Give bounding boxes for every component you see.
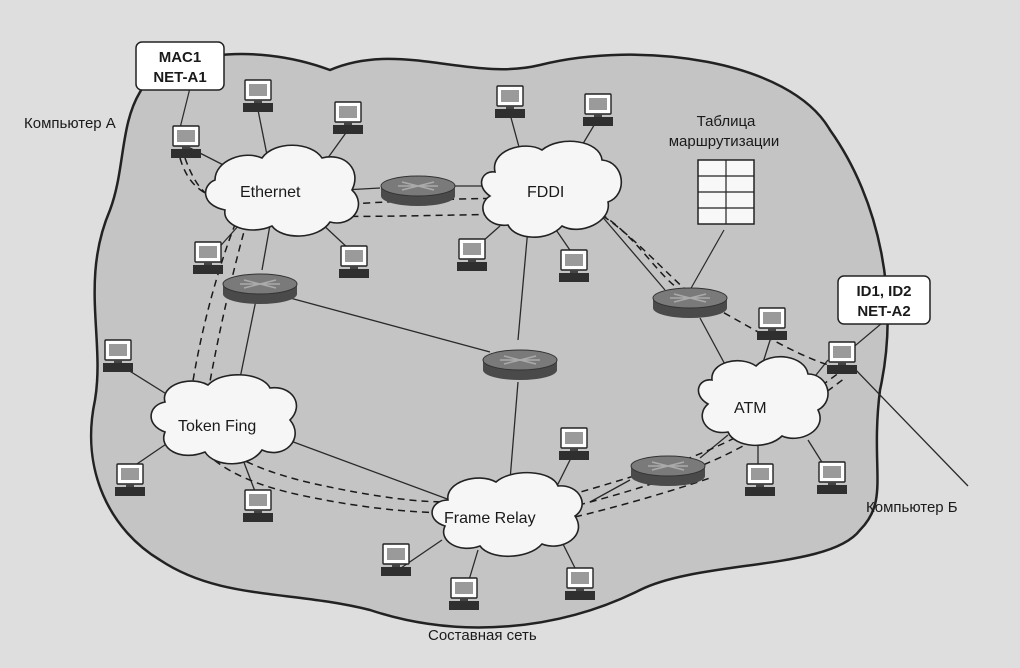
computer-icon — [456, 238, 488, 272]
computer-icon — [192, 241, 224, 275]
computer-b-label: Компьютер Б — [866, 499, 958, 516]
computer-icon — [558, 249, 590, 283]
fddi-label: FDDI — [527, 184, 564, 201]
computer-b-icon — [826, 341, 858, 375]
callout-b-line1: ID1, ID2 — [856, 283, 911, 300]
ethernet-label: Ethernet — [240, 184, 301, 201]
router-fddi-atm — [652, 287, 728, 319]
routing-table-label-line1: Таблица — [697, 113, 756, 130]
callout-a-line2: NET-A1 — [153, 69, 206, 86]
computer-icon — [558, 427, 590, 461]
computer-icon — [494, 85, 526, 119]
computer-icon — [242, 489, 274, 523]
computer-icon — [756, 307, 788, 341]
internetwork-label: Составная сеть — [428, 627, 537, 644]
router-ethernet-token-ring — [222, 273, 298, 305]
callout-a-line1: MAC1 — [159, 49, 202, 66]
router-frame-relay-atm — [630, 455, 706, 487]
callout-b-line2: NET-A2 — [857, 303, 910, 320]
router-center — [482, 349, 558, 381]
computer-icon — [582, 93, 614, 127]
computer-icon — [380, 543, 412, 577]
computer-icon — [448, 577, 480, 611]
network-ethernet: Ethernet — [204, 144, 360, 237]
computer-icon — [564, 567, 596, 601]
network-frame-relay: Frame Relay — [431, 471, 583, 557]
router-ethernet-fddi — [380, 175, 456, 207]
frame-relay-label: Frame Relay — [444, 510, 536, 527]
routing-table-label-line2: маршрутизации — [669, 133, 780, 150]
computer-icon — [242, 79, 274, 113]
network-atm: ATM — [697, 356, 829, 447]
token-ring-label: Token Fing — [178, 418, 256, 435]
routing-table-icon — [697, 159, 755, 225]
computer-icon — [332, 101, 364, 135]
computer-a-label: Компьютер А — [24, 115, 116, 132]
network-fddi: FDDI — [480, 140, 623, 238]
computer-icon — [816, 461, 848, 495]
atm-label: ATM — [734, 400, 767, 417]
computer-icon — [102, 339, 134, 373]
computer-icon — [744, 463, 776, 497]
computer-icon — [114, 463, 146, 497]
network-token-ring: Token Fing — [150, 374, 298, 465]
computer-icon — [338, 245, 370, 279]
computer-a-address-callout: MAC1 NET-A1 — [135, 41, 225, 91]
computer-a-icon — [170, 125, 202, 159]
computer-b-address-callout: ID1, ID2 NET-A2 — [837, 275, 931, 325]
